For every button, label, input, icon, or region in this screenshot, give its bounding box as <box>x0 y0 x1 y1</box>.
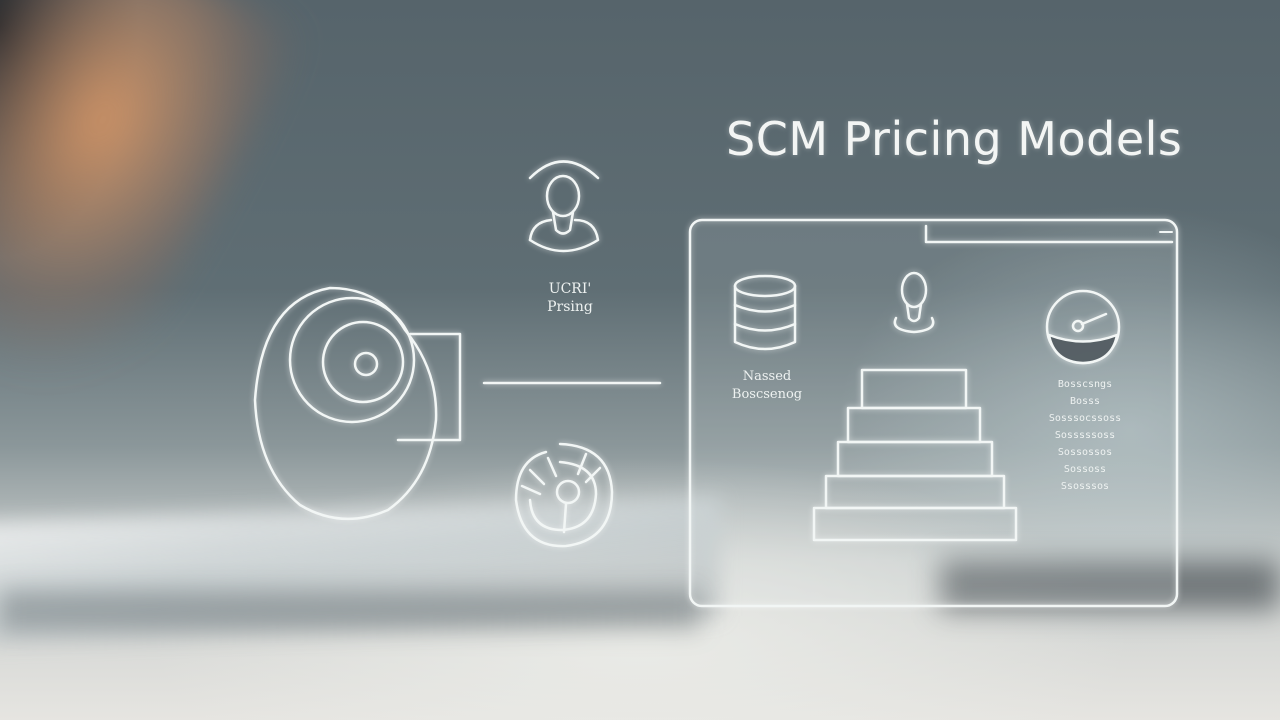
user-pricing-line1: UCRI' <box>548 281 592 297</box>
database-icon <box>733 274 797 351</box>
camera-lens-icon <box>253 286 462 521</box>
spiral-dial-icon <box>514 442 614 548</box>
list-item: Sosssocssoss <box>1048 413 1122 424</box>
panel-shadow <box>940 560 1280 610</box>
person-icon <box>893 271 935 334</box>
list-item: Sossossos <box>1057 447 1113 458</box>
list-item: Bosss <box>1069 396 1101 407</box>
pricing-panel <box>688 218 1179 608</box>
user-pricing-label: UCRI' Prsing <box>530 280 610 316</box>
user-pin-icon <box>528 160 600 253</box>
user-pricing-line2: Prsing <box>547 299 593 315</box>
database-label-line2: Boscsenog <box>731 387 803 402</box>
gauge-icon <box>1045 289 1121 365</box>
laptop-shadow <box>0 590 700 630</box>
list-item: Ssosssos <box>1060 481 1110 492</box>
panel-list: Bosscsngs Bosss Sosssocssoss Sosssssoss … <box>1030 376 1140 495</box>
database-label-line1: Nassed <box>742 369 792 384</box>
list-item: Bosscsngs <box>1057 379 1113 390</box>
database-label: Nassed Boscsenog <box>722 368 812 404</box>
pyramid-tiers-icon <box>812 368 1018 542</box>
list-item: Sosssssoss <box>1054 430 1116 441</box>
page-title: SCM Pricing Models <box>726 112 1183 166</box>
list-item: Sossoss <box>1063 464 1107 475</box>
